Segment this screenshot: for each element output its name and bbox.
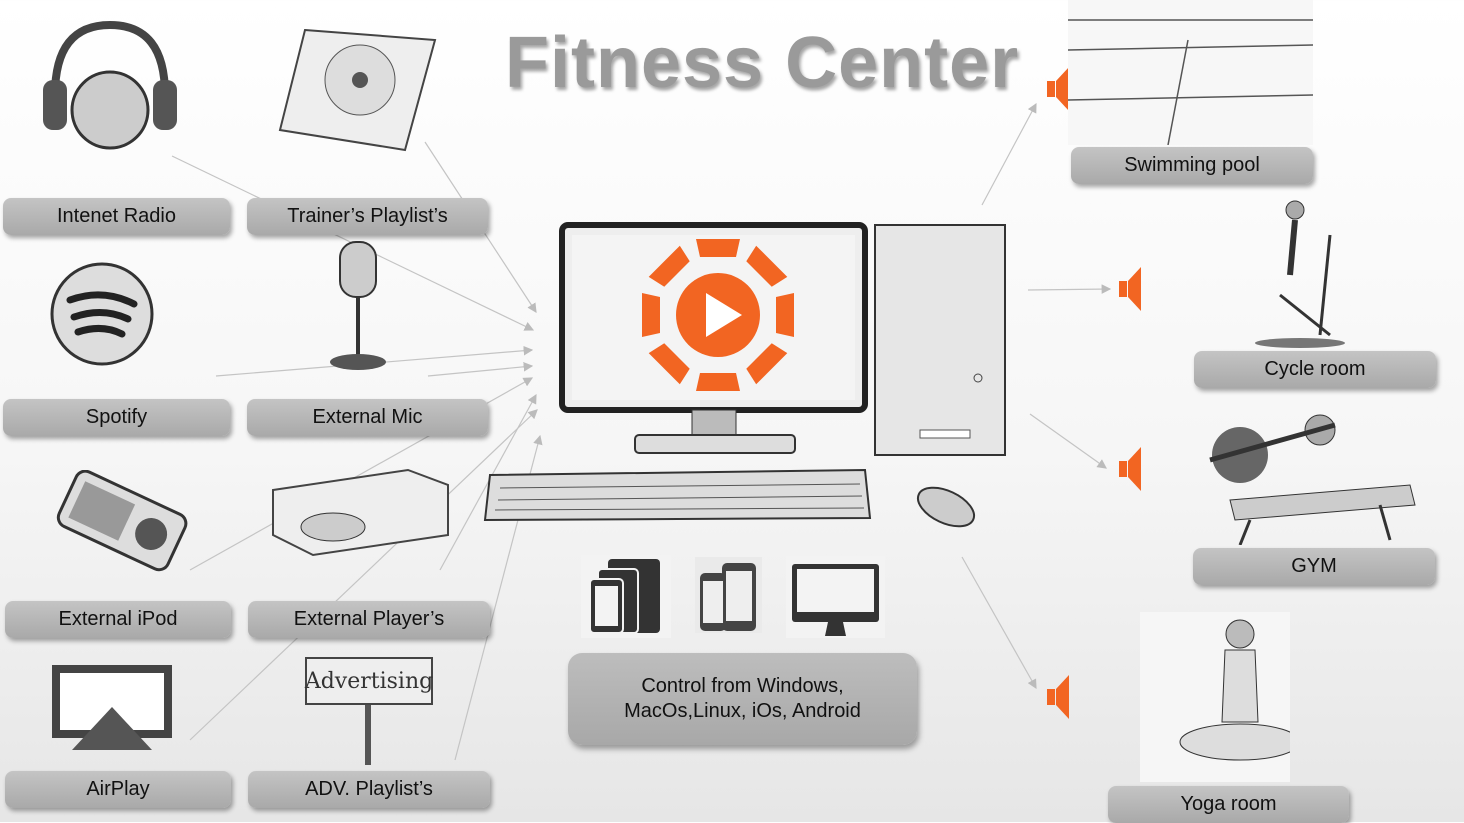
speaker-icon: [1119, 267, 1141, 311]
connector-gym: [1029, 413, 1107, 469]
connector-mic: [427, 362, 534, 377]
connector-player: [439, 393, 537, 571]
ipod-icon: [56, 470, 188, 572]
hard-drive-icon: [278, 28, 437, 152]
microphone-icon: [330, 241, 386, 370]
label-external-players: External Player’s: [248, 601, 490, 638]
speaker-icon: [1047, 67, 1069, 111]
spotify-icon: [50, 262, 154, 366]
phones-icon: [695, 557, 762, 633]
speaker-icon: [1047, 675, 1069, 719]
keyboard: [483, 468, 872, 522]
cycle-room-image: [1255, 200, 1345, 348]
label-cycle-room: Cycle room: [1194, 351, 1436, 388]
airplay-icon: [52, 665, 172, 750]
desktop-monitor-icon: [786, 556, 885, 638]
control-platforms-box: Control from Windows, MacOs,Linux, iOs, …: [568, 653, 917, 745]
connector-yoga: [961, 556, 1037, 690]
player-logo-icon: [642, 239, 794, 391]
label-airplay: AirPlay: [5, 771, 231, 808]
label-internet-radio: Intenet Radio: [3, 198, 230, 235]
label-external-ipod: External iPod: [5, 601, 231, 638]
pc-tower: [874, 224, 1006, 456]
label-gym: GYM: [1193, 548, 1435, 585]
speaker-icon: [1119, 447, 1141, 491]
label-yoga-room: Yoga room: [1108, 786, 1349, 823]
connector-pool: [981, 102, 1037, 206]
connector-airplay: [189, 409, 538, 741]
label-adv-playlists: ADV. Playlist’s: [248, 771, 490, 808]
yoga-room-image: [1140, 612, 1290, 782]
gym-image: [1209, 414, 1416, 545]
tablets-icon: [581, 555, 671, 638]
control-line-2: MacOs,Linux, iOs, Android: [624, 700, 861, 722]
control-line-1: Control from Windows,: [641, 675, 844, 697]
advertising-sign-icon: Advertising: [305, 655, 435, 767]
headphones-icon: [43, 20, 177, 150]
computer-illustration: [483, 222, 1006, 528]
label-trainers-playlists: Trainer’s Playlist’s: [247, 198, 488, 235]
mouse: [916, 486, 976, 528]
label-external-mic: External Mic: [247, 399, 488, 436]
swimming-pool-image: [1068, 0, 1313, 145]
page-title: Fitness Center: [505, 23, 1020, 103]
label-spotify: Spotify: [3, 399, 230, 436]
cd-player-icon: [272, 468, 449, 557]
connector-cycle: [1027, 284, 1112, 294]
label-swimming-pool: Swimming pool: [1071, 147, 1313, 184]
